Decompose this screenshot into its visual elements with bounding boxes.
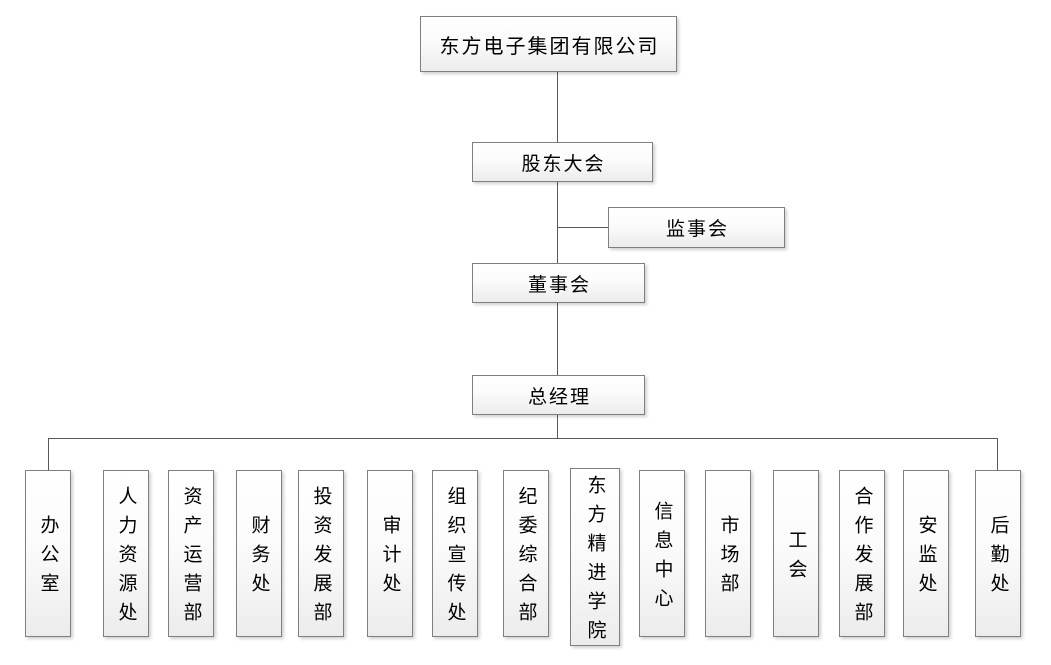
connector-rail — [48, 438, 998, 439]
org-node-shareholders-meeting: 股东大会 — [472, 142, 653, 182]
node-label: 总经理 — [527, 385, 591, 408]
node-label: 董事会 — [527, 273, 591, 296]
node-label: 纪委综合部 — [515, 486, 538, 631]
connector-directors-to-gm — [557, 303, 558, 375]
node-label: 东方精进学院 — [584, 475, 607, 649]
org-node-supervisory-board: 监事会 — [608, 207, 785, 248]
org-node-department: 组织宣传处 — [432, 470, 478, 637]
org-node-department: 资产运营部 — [168, 470, 214, 637]
connector-shareholders-to-directors — [557, 182, 558, 263]
node-label: 监事会 — [665, 218, 729, 240]
connector-company-to-shareholders — [557, 72, 558, 143]
org-node-department: 工会 — [773, 470, 819, 637]
org-node-general-manager: 总经理 — [472, 375, 645, 415]
org-node-department: 审计处 — [367, 470, 413, 637]
node-label: 办公室 — [37, 515, 60, 602]
node-label: 工会 — [785, 529, 808, 588]
org-node-department: 人力资源处 — [103, 470, 149, 637]
connector-gm-to-rail — [557, 415, 558, 439]
org-node-department: 财务处 — [236, 470, 282, 637]
org-node-department: 纪委综合部 — [503, 470, 549, 637]
connector-branch-to-supervisory — [557, 227, 609, 228]
node-label: 财务处 — [248, 515, 271, 602]
org-node-department: 投资发展部 — [298, 470, 344, 637]
node-label: 合作发展部 — [851, 486, 874, 631]
org-node-department: 合作发展部 — [839, 470, 885, 637]
org-node-department: 后勤处 — [975, 470, 1021, 637]
org-node-department: 信息中心 — [639, 470, 685, 637]
org-node-department: 东方精进学院 — [570, 468, 620, 649]
node-label: 市场部 — [717, 515, 740, 602]
org-node-company: 东方电子集团有限公司 — [420, 16, 677, 72]
connector-rail-left-drop — [48, 438, 49, 470]
node-label: 后勤处 — [987, 515, 1010, 602]
node-label: 东方电子集团有限公司 — [439, 33, 660, 58]
node-label: 股东大会 — [521, 152, 606, 175]
connector-rail-right-drop — [997, 438, 998, 470]
org-node-department: 市场部 — [705, 470, 751, 637]
node-label: 安监处 — [915, 515, 938, 602]
node-label: 人力资源处 — [115, 486, 138, 631]
org-node-department: 安监处 — [903, 470, 949, 637]
org-node-department: 办公室 — [25, 470, 71, 637]
node-label: 投资发展部 — [310, 486, 333, 631]
node-label: 资产运营部 — [180, 486, 203, 631]
org-node-board-of-directors: 董事会 — [472, 263, 645, 303]
node-label: 组织宣传处 — [444, 486, 467, 631]
node-label: 信息中心 — [651, 500, 674, 617]
node-label: 审计处 — [379, 515, 402, 602]
